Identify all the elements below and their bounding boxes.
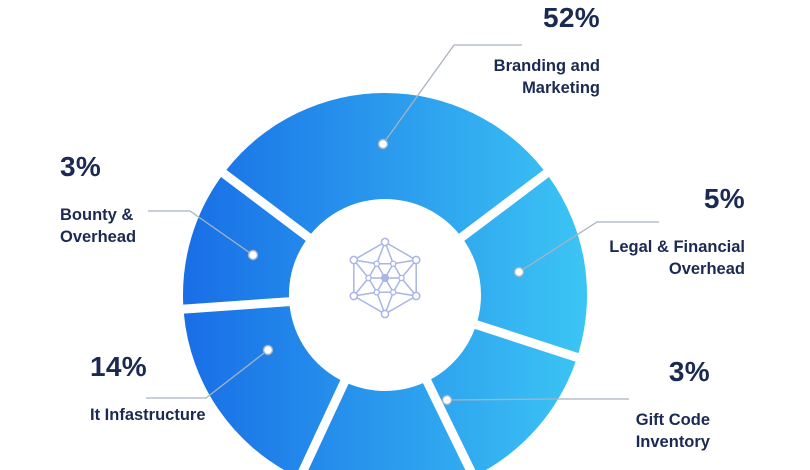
segment-bottom-unlabeled [308,383,466,470]
it-percentage: 14% [90,351,147,382]
callout-line-legal [518,221,659,273]
icon-node [365,274,372,282]
callout-dot-bounty [247,249,259,261]
callout-dot-legal [513,266,525,278]
icon-node [373,260,380,267]
callout-connectors [146,44,659,406]
icon-node [380,237,390,247]
bounty-percentage: 3% [60,151,102,182]
icon-node [411,255,421,265]
callout-it: 14% It Infastructure [90,351,206,426]
segment-branding [226,92,544,234]
gift-percentage: 3% [668,356,710,387]
segment-bounty [183,177,306,305]
branding-percentage: 52% [543,2,600,33]
callout-dot-gift [441,394,453,406]
icon-node [349,255,359,265]
icon-node [349,291,359,301]
icon-node [380,309,390,319]
network-icon [349,237,421,319]
segment-legal [464,177,588,354]
callout-dot-branding [377,138,389,150]
callout-line-bounty [148,210,254,256]
callout-dot-it [262,344,274,356]
callout-line-gift [446,398,629,401]
it-label: It Infastructure [90,406,206,424]
callout-bounty: 3% Bounty &Overhead [60,151,136,248]
callout-line-branding [382,44,522,145]
bounty-label: Bounty &Overhead [60,206,137,246]
icon-node [390,289,397,296]
icon-center-node [381,274,389,282]
callout-line-it [146,349,269,399]
icon-node [390,260,397,267]
segment-it [183,306,341,470]
legal-percentage: 5% [703,183,745,214]
icon-node [398,274,405,282]
icon-node [411,291,421,301]
icon-node [373,289,380,296]
